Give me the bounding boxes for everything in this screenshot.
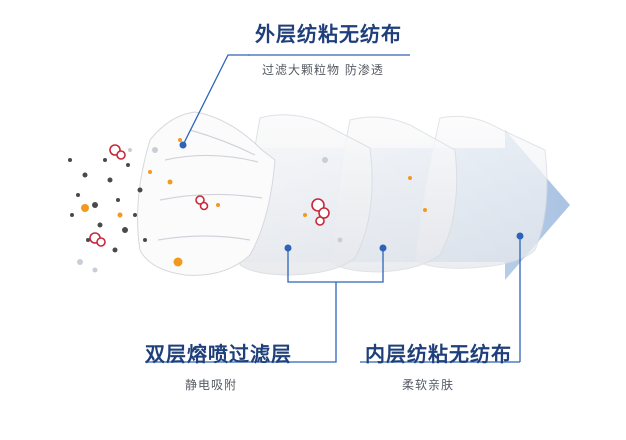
leader-lines	[145, 54, 521, 363]
meltblown-layer-subtitle: 静电吸附	[185, 378, 238, 392]
inner-layer-subtitle: 柔软亲肤	[402, 378, 455, 392]
dust-particle-icon	[81, 138, 427, 267]
outer-layer-title: 外层纺粘无纺布	[255, 22, 402, 46]
outer-nonwoven-layer	[137, 111, 276, 276]
mask-pleats	[157, 129, 263, 241]
outer-layer-subtitle: 过滤大颗粒物 防渗透	[262, 63, 384, 77]
bacteria-icon	[89, 144, 330, 247]
inner-layer-title: 内层纺粘无纺布	[365, 342, 512, 366]
dust-particle-icon	[77, 147, 343, 273]
meltblown-layer-title: 双层熔喷过滤层	[145, 342, 292, 366]
dust-particle-icon	[68, 158, 147, 253]
leader-dots	[179, 141, 524, 252]
